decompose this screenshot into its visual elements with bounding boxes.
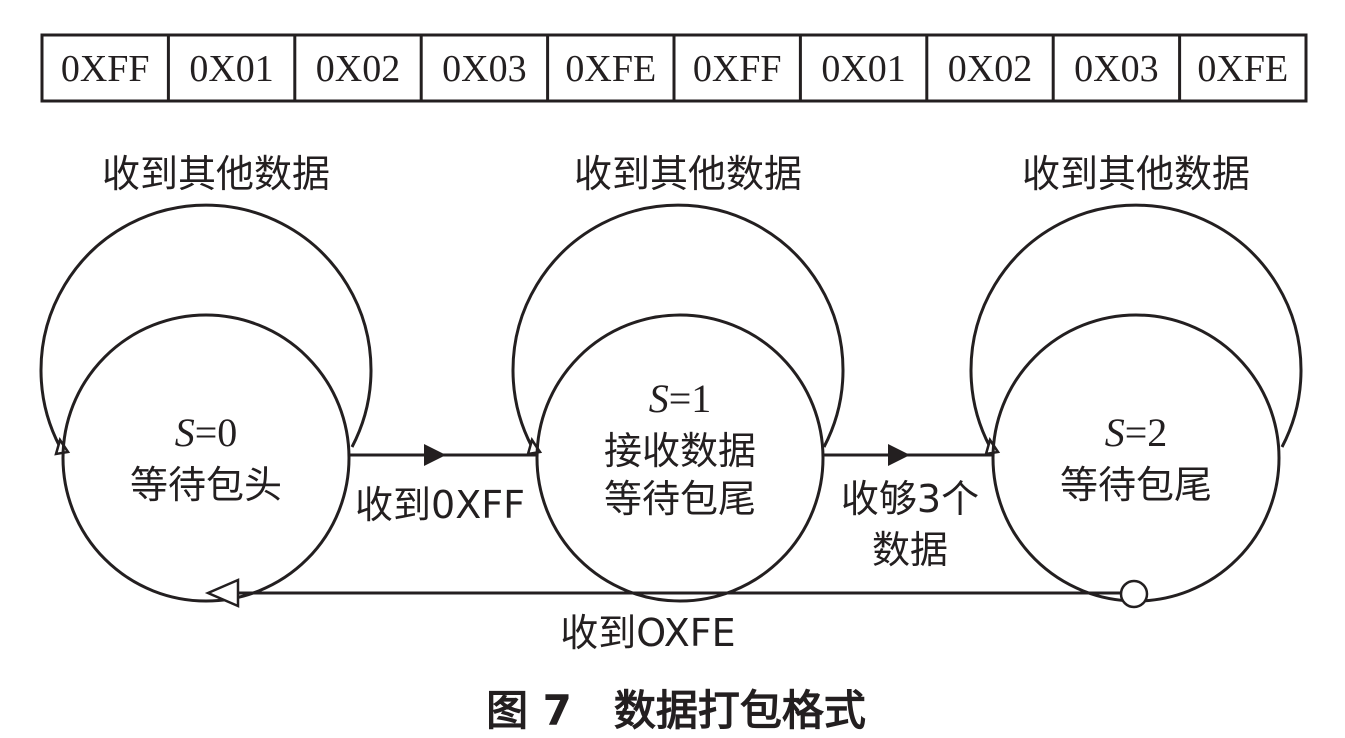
state-s0-desc: 等待包头 xyxy=(130,463,282,507)
self-loop-s1 xyxy=(511,203,845,448)
packet-cell: 0X03 xyxy=(442,48,526,90)
transitions xyxy=(204,444,1149,609)
state-s2-id: S=2 xyxy=(1105,410,1168,455)
transition-s2-s0-arrowhead xyxy=(204,578,240,608)
state-s1-circle xyxy=(535,313,825,603)
self-loop-s0 xyxy=(39,203,373,448)
packet-cell: 0X01 xyxy=(189,48,273,90)
packet-cell: 0XFE xyxy=(1197,48,1288,90)
figure-caption: 图 7 数据打包格式 xyxy=(486,686,866,735)
transition-s0-s1-arrowhead xyxy=(424,444,446,466)
packet-cell: 0X01 xyxy=(821,48,905,90)
transition-s1-s2-label-line2: 数据 xyxy=(872,528,948,572)
transition-s2-s0-label: 收到OXFE xyxy=(560,611,735,655)
state-s0-circle xyxy=(61,313,351,603)
packet-cell: 0XFE xyxy=(565,48,656,90)
packet-table-cells: 0XFF 0X01 0X02 0X03 0XFE 0XFF 0X01 0X02 0X03 0XFE xyxy=(61,48,1288,90)
self-loop-s0-label: 收到其他数据 xyxy=(102,152,330,196)
state-s0-id: S=0 xyxy=(175,410,238,455)
self-loop-s2 xyxy=(969,203,1303,448)
packet-cell: 0XFF xyxy=(693,48,782,90)
transition-s1-s2-label-line1: 收够3个 xyxy=(841,477,979,521)
transition-s1-s2-arrowhead xyxy=(888,444,910,466)
state-s1-desc-line2: 等待包尾 xyxy=(604,477,756,521)
state-s1-id: S=1 xyxy=(649,376,712,421)
self-loops xyxy=(39,203,1303,456)
state-s1-desc-line1: 接收数据 xyxy=(604,429,756,473)
state-s2-desc: 等待包尾 xyxy=(1060,463,1212,507)
transition-s2-s0-origin-dot xyxy=(1119,579,1149,609)
packet-table-dividers xyxy=(166,35,1182,101)
packet-table: 0XFF 0X01 0X02 0X03 0XFE 0XFF 0X01 0X02 0X03 0XFE xyxy=(40,33,1308,103)
packet-cell: 0X03 xyxy=(1074,48,1158,90)
transition-s0-s1-label: 收到0XFF xyxy=(355,483,525,527)
state-s2-circle xyxy=(991,313,1281,603)
self-loop-s1-label: 收到其他数据 xyxy=(574,152,802,196)
packet-cell: 0X02 xyxy=(316,48,400,90)
packet-cell: 0XFF xyxy=(61,48,150,90)
self-loop-s2-label: 收到其他数据 xyxy=(1022,152,1250,196)
packet-cell: 0X02 xyxy=(948,48,1032,90)
